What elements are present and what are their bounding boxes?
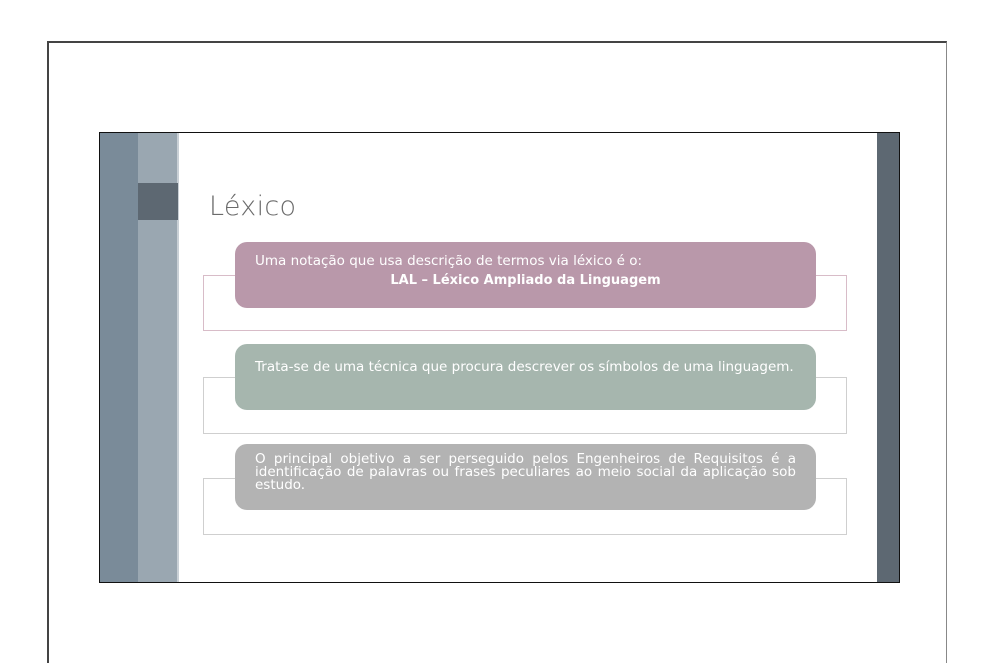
item-pill-2: Trata-se de uma técnica que procura desc… <box>235 344 816 410</box>
title-marker <box>138 183 178 220</box>
item-text-1: Uma notação que usa descrição de termos … <box>255 253 643 269</box>
left-band-outer <box>100 133 138 582</box>
item-pill-3: O principal objetivo a ser perseguido pe… <box>235 444 816 510</box>
slide: Léxico Uma notação que usa descrição de … <box>99 132 900 583</box>
item-pill-1: Uma notação que usa descrição de termos … <box>235 242 816 308</box>
right-band <box>877 133 899 582</box>
left-band-divider <box>177 133 179 582</box>
slide-title: Léxico <box>209 191 297 222</box>
item-highlight-1: LAL – Léxico Ampliado da Linguagem <box>390 273 661 288</box>
item-text-3: O principal objetivo a ser perseguido pe… <box>255 451 796 493</box>
item-text-2: Trata-se de uma técnica que procura desc… <box>255 359 794 375</box>
